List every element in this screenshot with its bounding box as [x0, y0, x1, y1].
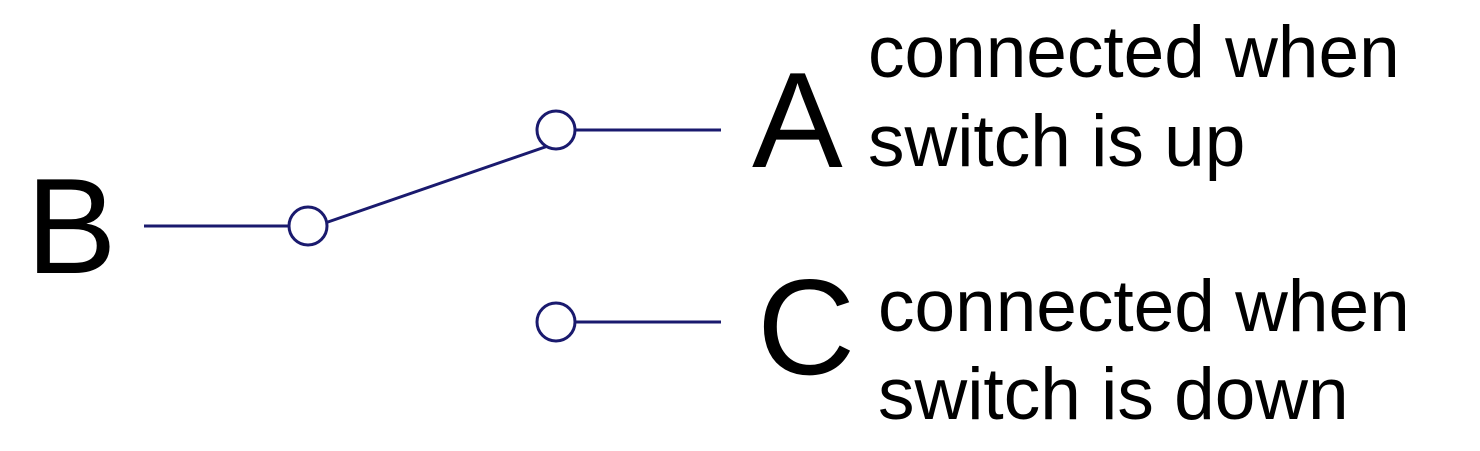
note-a-line1: connected when: [868, 12, 1400, 93]
common-contact: [287, 205, 329, 247]
switch-lever: [324, 144, 549, 225]
terminal-label-c: C: [757, 251, 855, 403]
terminal-label-b: B: [26, 150, 117, 302]
note-c-line1: connected when: [878, 266, 1410, 347]
note-a-line2: switch is up: [868, 101, 1245, 182]
terminal-label-a: A: [752, 44, 843, 196]
contact-c: [535, 301, 577, 343]
note-c-line2: switch is down: [878, 354, 1349, 435]
contact-a: [535, 109, 577, 151]
